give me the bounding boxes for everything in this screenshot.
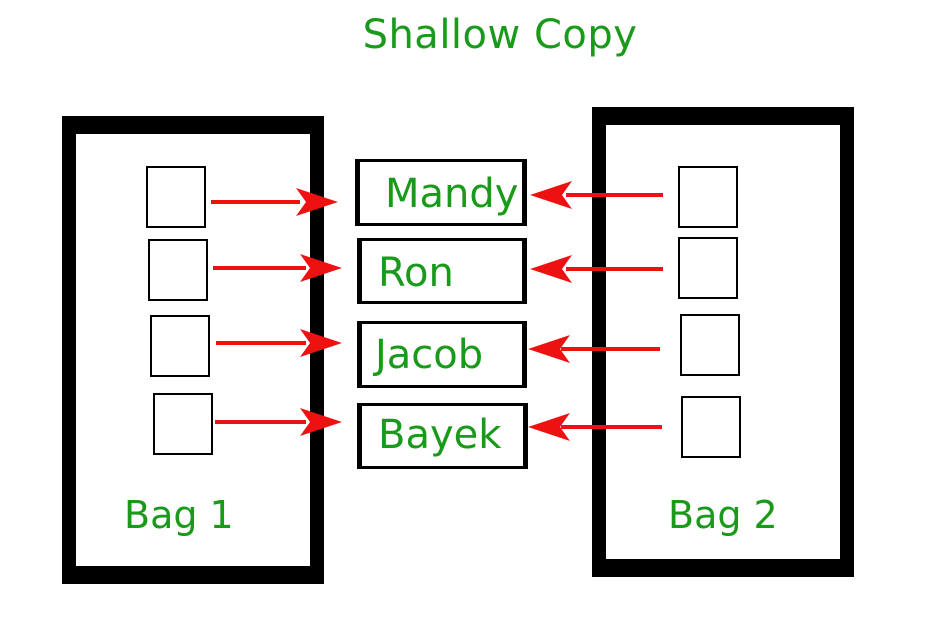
name-text-ron: Ron (378, 250, 454, 296)
bag-2-slot-4 (681, 396, 741, 458)
bag-1-slot-1 (146, 166, 206, 228)
name-box-jacob (357, 321, 527, 388)
arrowhead-bag2-jacob (528, 335, 570, 363)
name-box-bayek (357, 403, 528, 469)
diagram-title: Shallow Copy (362, 12, 638, 58)
diagram-header: Shallow Copy (0, 0, 936, 80)
bag-1-label: Bag 1 (124, 493, 234, 537)
bag-2-slot-2 (678, 237, 738, 299)
bag-2-slot-1 (678, 166, 738, 228)
name-box-ron (357, 238, 527, 304)
bag-2-label: Bag 2 (668, 493, 778, 537)
name-text-mandy: Mandy (385, 171, 519, 217)
name-text-bayek: Bayek (378, 412, 502, 458)
name-text-jacob: Jacob (375, 332, 484, 378)
bag-2-slot-3 (680, 314, 740, 376)
bag-1-slot-4 (153, 393, 213, 455)
bag-1-slot-3 (150, 315, 210, 377)
arrowhead-bag2-ron (530, 255, 572, 283)
arrowhead-bag2-bayek (528, 413, 570, 441)
bag-1-slot-2 (148, 239, 208, 301)
name-box-mandy (355, 159, 527, 226)
arrowhead-bag2-mandy (530, 181, 572, 209)
